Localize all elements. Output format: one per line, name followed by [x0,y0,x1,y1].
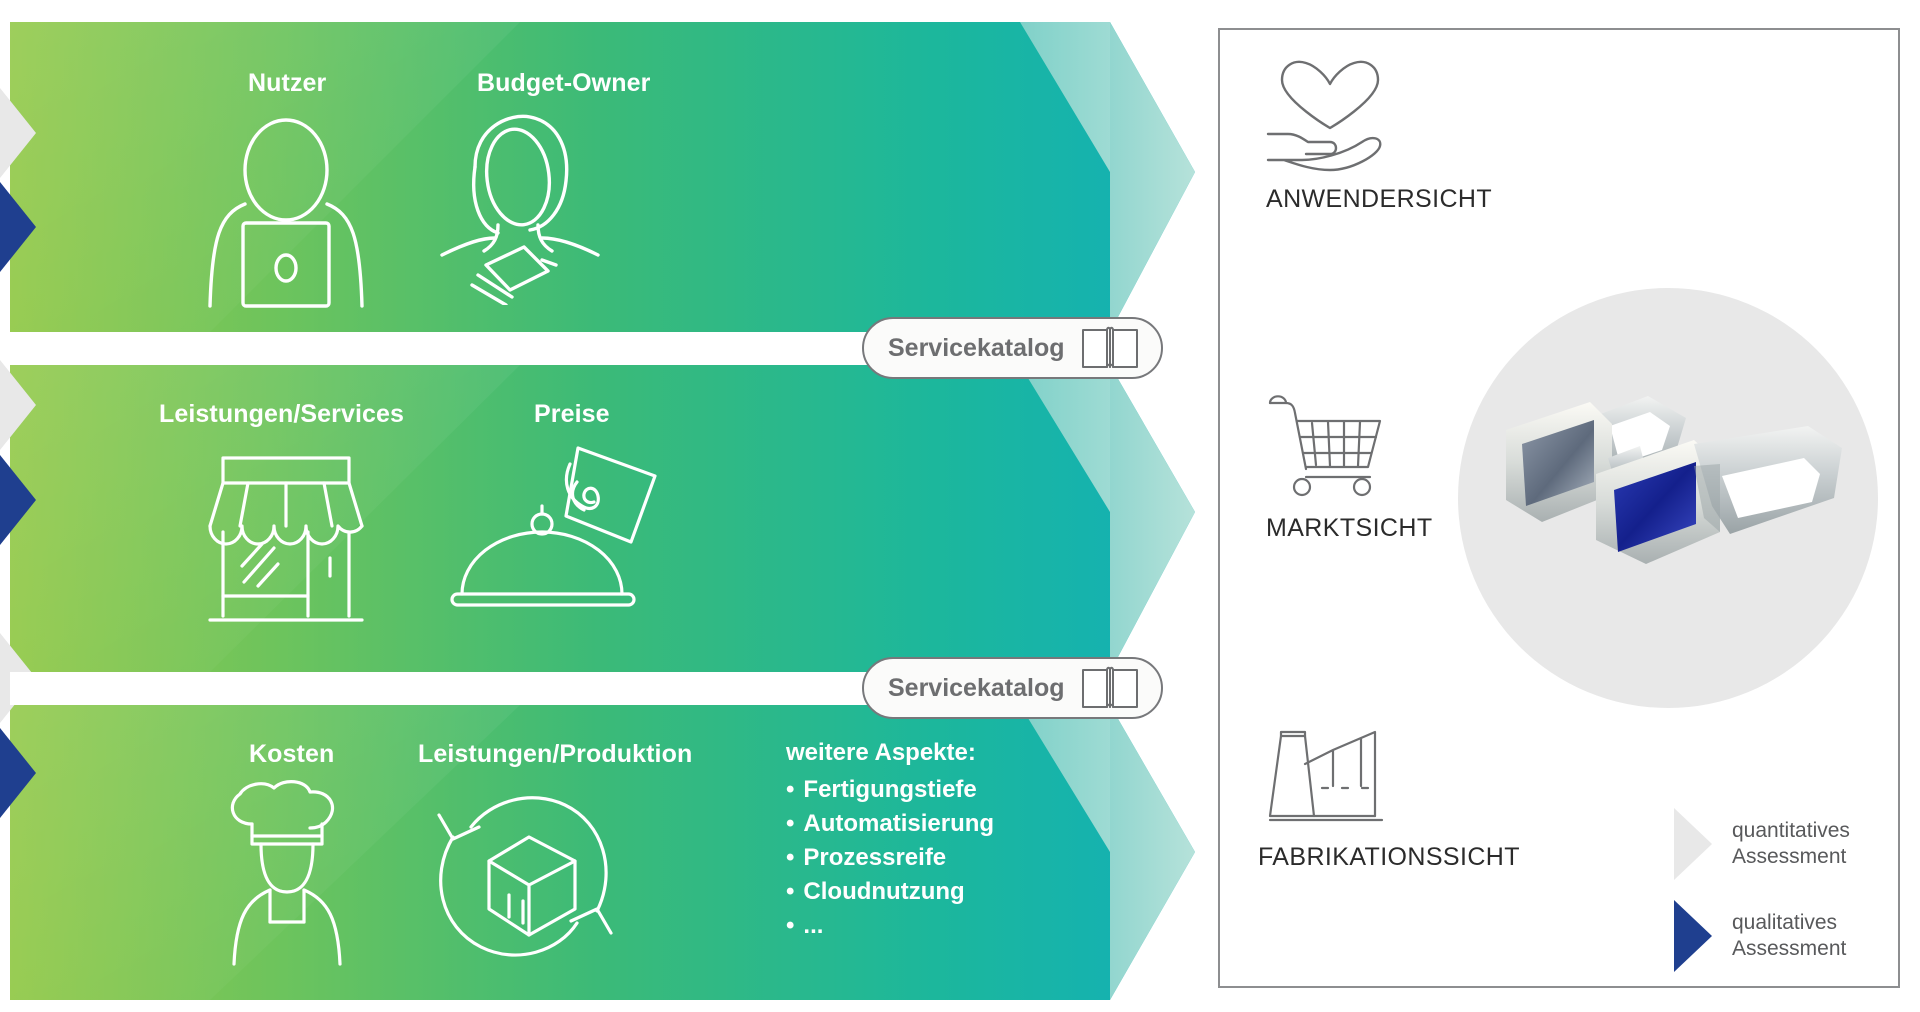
storefront-icon [208,456,364,622]
legend-row-qualitative: qualitatives Assessment [1672,898,1850,974]
person-money-icon [440,114,600,305]
band-label-nutzer: Nutzer [248,69,327,97]
qualitative-arrow-icon [1674,900,1712,972]
shopping-cart-icon [1268,395,1382,497]
chef-icon [230,780,342,966]
service-catalog-label: Servicekatalog [888,333,1065,362]
legend-label-line2: Assessment [1732,845,1847,868]
aspect-item: ... [786,909,994,943]
quantitative-arrow-icon [1674,808,1712,880]
person-laptop-icon [208,118,364,308]
view-label: MARKTSICHT [1266,514,1433,542]
bands-svg [0,22,1195,1000]
3d-glasses-image [1506,396,1842,564]
aspects-block: weitere Aspekte: Fertigungstiefe Automat… [786,739,994,943]
band-user-shape [10,22,1195,332]
right-panel: ANWENDERSICHT MARKTSICHT [1218,28,1900,988]
legend-row-quantitative: quantitatives Assessment [1672,806,1850,882]
legend-label-line1: quantitatives [1732,819,1850,843]
band-label-leistungen-services: Leistungen/Services [159,400,405,428]
factory-icon [1268,730,1384,822]
legend-label-line2: Assessment [1732,937,1847,960]
service-catalog-label: Servicekatalog [888,673,1065,702]
view-fabrikationssicht: FABRIKATIONSSICHT [1258,730,1520,872]
open-book-icon [1081,326,1138,368]
cloche-price-tag-icon [450,446,657,607]
aspect-item: Cloudnutzung [786,875,994,909]
aspect-item: Fertigungstiefe [786,773,994,807]
band-label-kosten: Kosten [249,740,335,768]
band-label-preise: Preise [534,400,610,428]
band-label-leistungen-produktion: Leistungen/Produktion [418,740,693,768]
view-anwendersicht: ANWENDERSICHT [1266,56,1492,214]
heart-in-hand-icon [1266,60,1382,172]
left-diagram: Nutzer Budget-Owner [0,0,1200,1012]
legend-label-line1: qualitatives [1732,911,1838,935]
band-label-budget-owner: Budget-Owner [477,69,651,97]
legend-label: quantitatives Assessment [1732,818,1850,869]
legend: quantitatives Assessment qualitatives As… [1672,806,1850,990]
service-catalog-badge-2[interactable]: Servicekatalog [862,657,1163,719]
legend-label: qualitatives Assessment [1732,910,1846,961]
view-label: FABRIKATIONSSICHT [1258,843,1520,871]
box-cycle-icon [437,796,613,957]
service-catalog-badge-1[interactable]: Servicekatalog [862,317,1163,379]
aspect-item: Prozessreife [786,841,994,875]
view-label: ANWENDERSICHT [1266,185,1493,213]
aspects-title: weitere Aspekte: [786,739,976,766]
open-book-icon [1081,666,1138,708]
view-marktsicht: MARKTSICHT [1266,395,1433,543]
aspects-list: Fertigungstiefe Automatisierung Prozessr… [786,773,994,943]
aspect-item: Automatisierung [786,807,994,841]
